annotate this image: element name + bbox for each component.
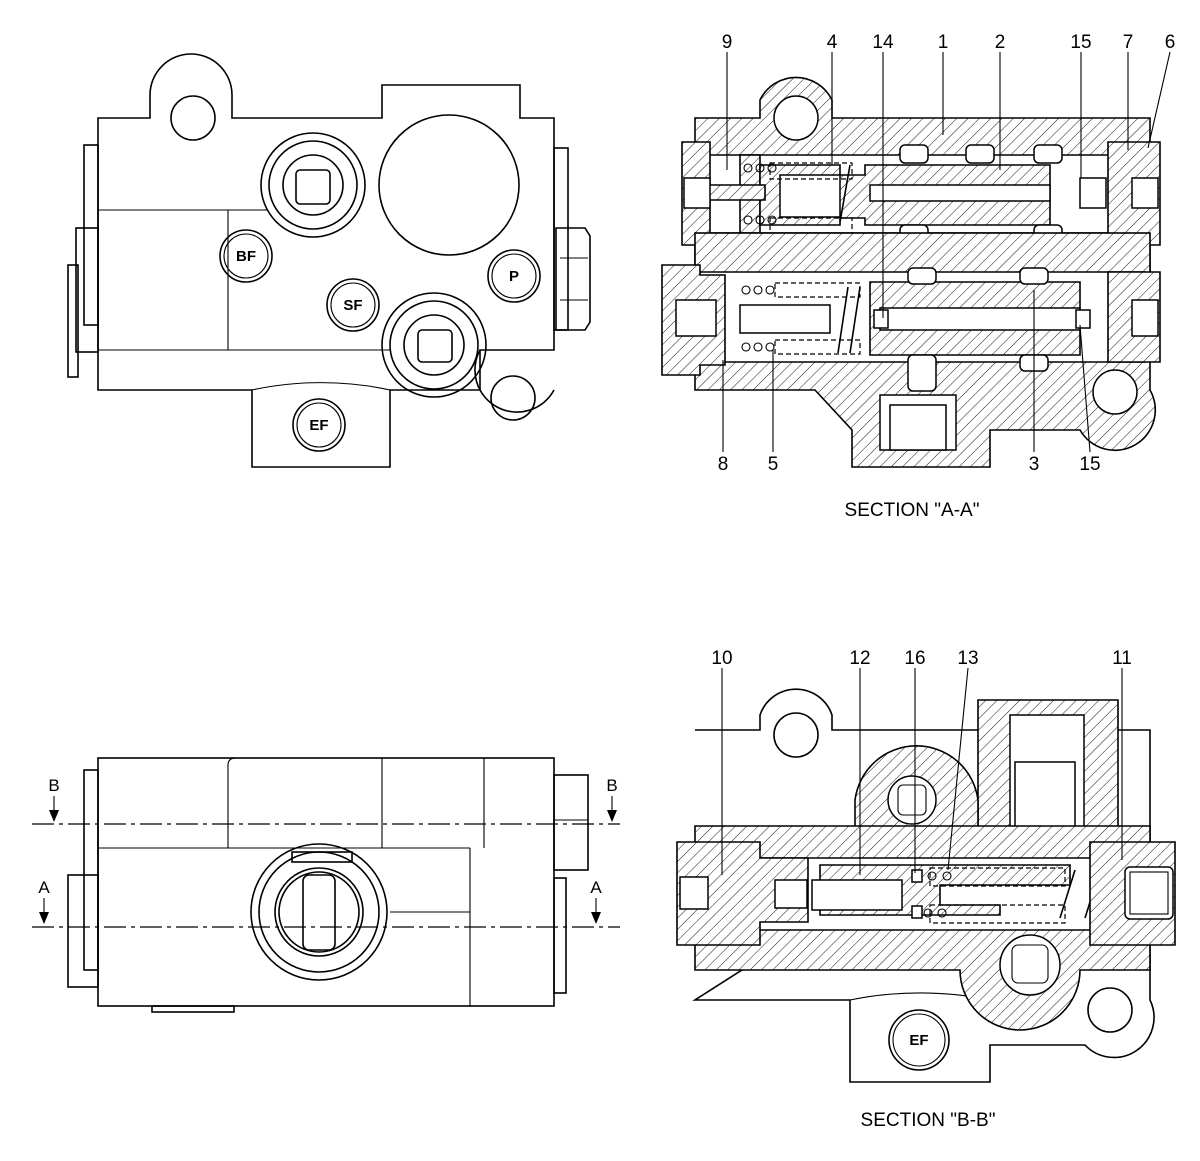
port-label-ef-bottom: EF: [909, 1032, 928, 1049]
callout-11: 11: [1112, 648, 1132, 669]
callout-13: 13: [957, 648, 978, 669]
callout-14: 14: [872, 32, 894, 53]
callout-7: 7: [1123, 32, 1134, 53]
callout-12: 12: [849, 648, 870, 669]
callout-1: 1: [938, 32, 949, 53]
section-mark-a-left: A: [38, 878, 50, 897]
callout-2: 2: [995, 32, 1006, 53]
port-label-p: P: [509, 268, 519, 285]
port-label-bf: BF: [236, 248, 256, 265]
section-a-a: 9 4 14 1 2 15 7 6 8 5 3 15 SECTION "A-A": [661, 32, 1176, 521]
port-label-sf: SF: [343, 297, 362, 314]
top-view: B B A A: [32, 757, 620, 1013]
section-mark-a-right: A: [590, 878, 602, 897]
section-mark-b-left: B: [48, 776, 59, 795]
callout-6: 6: [1165, 32, 1176, 53]
callout-15-bottom: 15: [1079, 454, 1100, 475]
front-view: BF P SF EF: [67, 53, 591, 468]
callout-5: 5: [768, 454, 779, 475]
callout-10: 10: [711, 648, 732, 669]
callout-4: 4: [827, 32, 838, 53]
section-mark-b-right: B: [606, 776, 617, 795]
callout-16: 16: [904, 648, 925, 669]
callout-15-top: 15: [1070, 32, 1091, 53]
callout-9: 9: [722, 32, 733, 53]
callout-8: 8: [718, 454, 729, 475]
section-b-b: EF 10 12: [676, 648, 1176, 1131]
section-a-a-caption: SECTION "A-A": [845, 500, 980, 521]
port-label-ef-top: EF: [309, 417, 328, 434]
section-b-b-caption: SECTION "B-B": [861, 1110, 996, 1131]
callout-3: 3: [1029, 454, 1040, 475]
